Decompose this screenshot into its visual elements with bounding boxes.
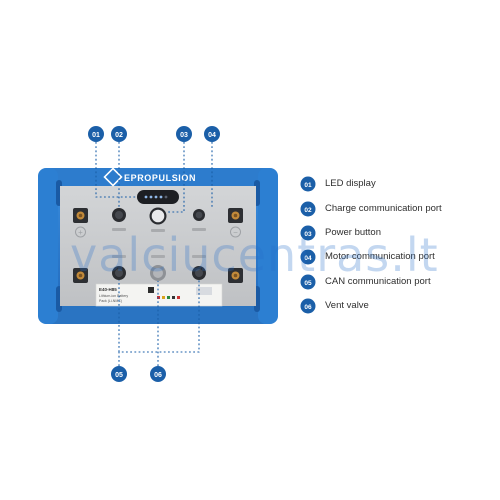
svg-text:04: 04: [304, 255, 312, 262]
legend-badge-06: 06: [300, 298, 316, 314]
svg-text:Lithium-ion Battery: Lithium-ion Battery: [99, 294, 128, 298]
motor-communication-port: [192, 209, 206, 231]
svg-text:03: 03: [304, 231, 312, 238]
callout-badge-06: 06: [150, 366, 166, 382]
svg-text:05: 05: [115, 372, 123, 379]
can-communication-port-left: [112, 255, 126, 280]
brand-logo: EPROPULSION: [103, 167, 196, 187]
callout-badge-01: 01: [88, 126, 104, 142]
positive-terminal-bottom: [73, 268, 88, 283]
svg-text:06: 06: [154, 372, 162, 379]
negative-marker: −: [230, 226, 241, 238]
negative-terminal-bottom: [228, 268, 243, 283]
brand-name: EPROPULSION: [124, 173, 196, 183]
svg-text:01: 01: [304, 182, 312, 189]
leader-lines: [95, 142, 213, 366]
legend-label-can-communication-port: CAN communication port: [325, 276, 431, 287]
product-label: E40-H85 Lithium-ion Battery Pack (Li-NMC…: [95, 283, 223, 307]
callout-badge-04: 04: [204, 126, 220, 142]
legend-label-power-button: Power button: [325, 227, 381, 238]
positive-marker: +: [75, 226, 86, 238]
legend-label-charge-communication-port: Charge communication port: [325, 203, 442, 214]
legend-label-vent-valve: Vent valve: [325, 300, 369, 311]
charge-communication-port: [112, 208, 126, 231]
callout-badge-05: 05: [111, 366, 127, 382]
svg-text:03: 03: [180, 132, 188, 139]
callout-badge-03: 03: [176, 126, 192, 142]
legend-label-led-display: LED display: [325, 178, 376, 189]
callout-badge-02: 02: [111, 126, 127, 142]
svg-text:02: 02: [304, 207, 312, 214]
svg-text:02: 02: [115, 132, 123, 139]
svg-text:−: −: [233, 228, 238, 237]
legend-badge-02: 02: [300, 201, 316, 217]
legend-badge-05: 05: [300, 274, 316, 290]
svg-text:06: 06: [304, 304, 312, 311]
vent-valve: [150, 255, 166, 281]
svg-text:E40-H85: E40-H85: [99, 287, 117, 292]
can-communication-port-right: [192, 255, 206, 280]
svg-text:+: +: [78, 228, 83, 237]
positive-terminal-top: [73, 208, 88, 223]
power-button: [149, 207, 167, 232]
svg-text:04: 04: [208, 132, 216, 139]
leader-01: [95, 142, 137, 198]
svg-text:01: 01: [92, 132, 100, 139]
legend-badge-03: 03: [300, 225, 316, 241]
negative-terminal-top: [228, 208, 243, 223]
legend-label-motor-communication-port: Motor communication port: [325, 251, 435, 262]
svg-text:05: 05: [304, 280, 312, 287]
legend-badge-01: 01: [300, 176, 316, 192]
led-display: [137, 190, 179, 204]
legend-badge-04: 04: [300, 249, 316, 265]
svg-text:Pack (Li-NMC): Pack (Li-NMC): [99, 299, 122, 303]
